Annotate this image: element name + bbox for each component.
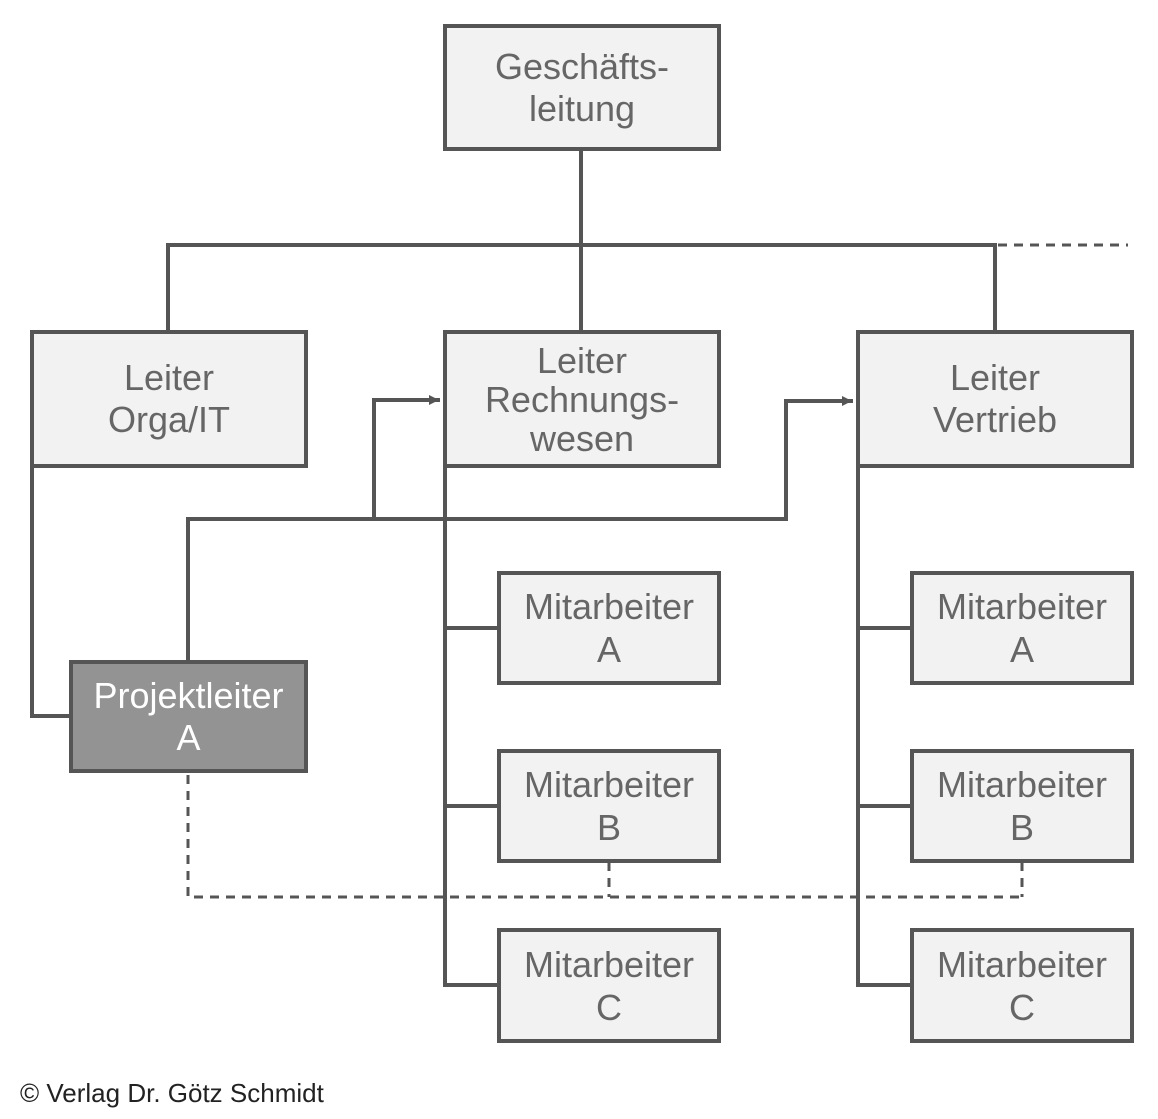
box-vt-mitarbeiter-a: Mitarbeiter A xyxy=(910,571,1134,685)
copyright-notice: © Verlag Dr. Götz Schmidt xyxy=(20,1078,324,1108)
box-label: Vertrieb xyxy=(932,399,1058,440)
box-label: C xyxy=(1009,986,1035,1028)
box-label: Geschäfts- xyxy=(494,45,670,87)
box-rw-mitarbeiter-c: Mitarbeiter C xyxy=(497,928,721,1043)
box-label: Mitarbeiter xyxy=(936,764,1108,805)
box-label: Mitarbeiter xyxy=(523,586,695,627)
box-label: Projektleiter xyxy=(93,674,284,716)
box-geschaeftsleitung: Geschäfts- leitung xyxy=(443,24,721,151)
box-rw-mitarbeiter-a: Mitarbeiter A xyxy=(497,571,721,685)
box-label: C xyxy=(596,986,622,1028)
box-label: wesen xyxy=(529,417,635,459)
box-vt-mitarbeiter-b: Mitarbeiter B xyxy=(910,749,1134,863)
box-label: leitung xyxy=(528,87,636,129)
box-label: Mitarbeiter xyxy=(523,764,695,805)
box-vt-mitarbeiter-c: Mitarbeiter C xyxy=(910,928,1134,1043)
box-leiter-rechnungswesen: Leiter Rechnungs- wesen xyxy=(443,330,721,468)
arrow-to-rechnung xyxy=(372,395,440,521)
box-projektleiter-a: Projektleiter A xyxy=(69,660,308,773)
box-label: Rechnungs- xyxy=(484,378,680,420)
box-label: Leiter xyxy=(949,357,1041,398)
projektleiter-up-line xyxy=(186,517,788,663)
box-label: Mitarbeiter xyxy=(936,943,1108,985)
box-label: Mitarbeiter xyxy=(936,586,1108,627)
box-label: A xyxy=(176,716,201,758)
arrow-to-vertrieb xyxy=(784,396,853,521)
box-label: B xyxy=(596,807,621,848)
box-rw-mitarbeiter-b: Mitarbeiter B xyxy=(497,749,721,863)
box-label: Leiter xyxy=(536,339,628,381)
dashed-project-line xyxy=(186,775,1022,899)
box-label: A xyxy=(1009,629,1034,670)
box-label: B xyxy=(1009,807,1034,848)
box-leiter-orga-it: Leiter Orga/IT xyxy=(30,330,308,468)
box-label: Leiter xyxy=(123,357,215,398)
box-label: A xyxy=(596,629,621,670)
box-label: Orga/IT xyxy=(107,399,231,440)
box-label: Mitarbeiter xyxy=(523,943,695,985)
box-leiter-vertrieb: Leiter Vertrieb xyxy=(856,330,1134,468)
